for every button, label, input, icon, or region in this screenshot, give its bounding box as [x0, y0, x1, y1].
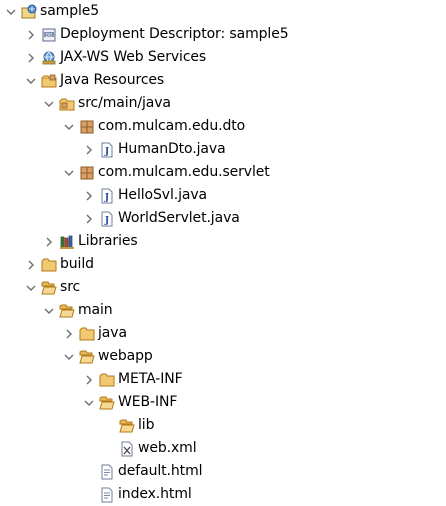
tree-item-label: java: [98, 325, 127, 341]
folder-icon: [79, 326, 95, 342]
tree-item-src[interactable]: src: [24, 276, 80, 299]
tree-item-hellosvl[interactable]: J HelloSvl.java: [82, 184, 207, 207]
html-file-icon: [99, 487, 115, 503]
expanded-arrow-icon[interactable]: [24, 280, 38, 296]
libraries-icon: [59, 234, 75, 250]
collapsed-arrow-icon[interactable]: [82, 142, 96, 158]
tree-item-build[interactable]: build: [24, 253, 94, 276]
tree-item-label: build: [60, 256, 94, 272]
collapsed-arrow-icon[interactable]: [42, 234, 56, 250]
java-file-icon: J: [99, 188, 115, 204]
tree-item-src-main-java[interactable]: src/main/java: [42, 92, 171, 115]
arrow-spacer: [82, 487, 96, 503]
tree-item-label: webapp: [98, 348, 153, 364]
package-icon: [79, 165, 95, 181]
tree-item-label: src: [60, 279, 81, 295]
java-resources-icon: [41, 73, 57, 89]
collapsed-arrow-icon[interactable]: [24, 257, 38, 273]
tree-item-label: sample5: [40, 3, 100, 19]
expanded-arrow-icon[interactable]: [4, 4, 18, 20]
collapsed-arrow-icon[interactable]: [24, 50, 38, 66]
tree-item-label: HumanDto.java: [118, 141, 226, 157]
tree-item-default-html[interactable]: default.html: [82, 460, 203, 483]
tree-item-label: Java Resources: [60, 72, 165, 88]
tree-item-libraries[interactable]: Libraries: [42, 230, 138, 253]
html-file-icon: [99, 464, 115, 480]
expanded-arrow-icon[interactable]: [62, 165, 76, 181]
java-file-icon: J: [99, 142, 115, 158]
tree-item-web-inf[interactable]: WEB-INF: [82, 391, 177, 414]
tree-item-label: META-INF: [118, 371, 183, 387]
tree-item-label: src/main/java: [78, 95, 171, 111]
expanded-arrow-icon[interactable]: [24, 73, 38, 89]
collapsed-arrow-icon[interactable]: [24, 27, 38, 43]
tree-item-label: WorldServlet.java: [118, 210, 240, 226]
folder-open-icon: [119, 418, 135, 434]
svg-text:DD: DD: [46, 32, 53, 38]
tree-item-index-html[interactable]: index.html: [82, 483, 192, 506]
tree-item-humandto[interactable]: J HumanDto.java: [82, 138, 226, 161]
tree-item-label: index.html: [118, 486, 192, 502]
tree-item-label: WEB-INF: [118, 394, 178, 410]
collapsed-arrow-icon[interactable]: [82, 211, 96, 227]
expanded-arrow-icon[interactable]: [42, 96, 56, 112]
tree-item-main[interactable]: main: [42, 299, 113, 322]
tree-item-jax-ws[interactable]: JAX-WS Web Services: [24, 46, 206, 69]
svg-text:J: J: [104, 193, 109, 203]
folder-open-icon: [59, 303, 75, 319]
svg-text:J: J: [104, 147, 109, 157]
tree-item-label: com.mulcam.edu.servlet: [98, 164, 270, 180]
svg-text:J: J: [104, 216, 109, 226]
project-icon: [21, 4, 37, 20]
arrow-spacer: [102, 441, 116, 457]
expanded-arrow-icon[interactable]: [42, 303, 56, 319]
collapsed-arrow-icon[interactable]: [82, 372, 96, 388]
tree-item-label: Libraries: [78, 233, 138, 249]
arrow-spacer: [82, 464, 96, 480]
tree-item-label: JAX-WS Web Services: [60, 49, 207, 65]
source-folder-icon: [59, 96, 75, 112]
tree-item-java-resources[interactable]: Java Resources: [24, 69, 164, 92]
tree-item-worldservlet[interactable]: J WorldServlet.java: [82, 207, 240, 230]
tree-item-meta-inf[interactable]: META-INF: [82, 368, 183, 391]
tree-item-lib[interactable]: lib: [102, 414, 154, 437]
java-file-icon: J: [99, 211, 115, 227]
arrow-spacer: [102, 418, 116, 434]
expanded-arrow-icon[interactable]: [82, 395, 96, 411]
folder-icon: [41, 257, 57, 273]
tree-item-sample5[interactable]: sample5: [4, 0, 99, 23]
xml-file-icon: [119, 441, 135, 457]
folder-icon: [99, 372, 115, 388]
expanded-arrow-icon[interactable]: [62, 119, 76, 135]
expanded-arrow-icon[interactable]: [62, 349, 76, 365]
tree-item-label: web.xml: [138, 440, 197, 456]
tree-item-web-xml[interactable]: web.xml: [102, 437, 197, 460]
tree-item-label: default.html: [118, 463, 203, 479]
tree-item-deployment-descriptor[interactable]: DD Deployment Descriptor: sample5: [24, 23, 289, 46]
collapsed-arrow-icon[interactable]: [62, 326, 76, 342]
folder-open-icon: [41, 280, 57, 296]
tree-item-label: HelloSvl.java: [118, 187, 208, 203]
tree-item-java-folder[interactable]: java: [62, 322, 127, 345]
tree-item-package-dto[interactable]: com.mulcam.edu.dto: [62, 115, 245, 138]
folder-open-icon: [99, 395, 115, 411]
tree-item-label: com.mulcam.edu.dto: [98, 118, 246, 134]
tree-item-label: Deployment Descriptor: sample5: [60, 26, 289, 42]
deployment-descriptor-icon: DD: [41, 27, 57, 43]
tree-item-package-servlet[interactable]: com.mulcam.edu.servlet: [62, 161, 270, 184]
tree-item-label: lib: [138, 417, 155, 433]
folder-open-icon: [79, 349, 95, 365]
tree-item-label: main: [78, 302, 113, 318]
collapsed-arrow-icon[interactable]: [82, 188, 96, 204]
tree-item-webapp[interactable]: webapp: [62, 345, 153, 368]
package-icon: [79, 119, 95, 135]
web-services-icon: [41, 50, 57, 66]
